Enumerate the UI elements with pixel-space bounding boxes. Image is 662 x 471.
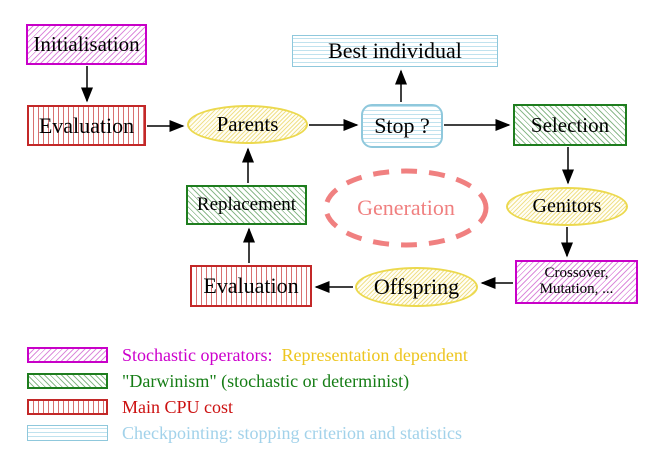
node-evaluation-top: Evaluation [27,105,146,146]
legend-row-main-cpu-cost: Main CPU cost [27,396,234,417]
node-genitors: Genitors [506,187,628,226]
node-crossover-mutation: Crossover, Mutation, ... [515,260,638,304]
node-evaluation-bottom: Evaluation [190,265,312,307]
legend-swatch-cyan-stripes [27,425,108,441]
node-best-individual: Best individual [292,35,498,67]
node-initialisation: Initialisation [26,24,147,65]
crossover-line2: Mutation, ... [539,281,614,297]
legend-swatch-red-stripes [27,399,108,415]
legend-row-stochastic-operators: Stochastic operators: Representation dep… [27,344,468,365]
legend-swatch-magenta-hatch [27,347,108,363]
legend-label: Representation dependent [281,344,468,365]
node-parents: Parents [187,105,308,144]
node-selection: Selection [513,104,627,146]
legend-row-darwinism: "Darwinism" (stochastic or determinist) [27,370,410,391]
crossover-line1: Crossover, [544,265,609,282]
node-stop: Stop ? [361,104,443,148]
legend-label: Checkpointing: stopping criterion and st… [122,422,462,443]
generation-label: Generation [357,195,455,221]
legend-label: "Darwinism" (stochastic or determinist) [122,370,410,391]
legend-label: Stochastic operators: [122,344,273,365]
node-replacement: Replacement [186,185,307,225]
legend-label: Main CPU cost [122,396,234,417]
legend-swatch-green-hatch [27,373,108,389]
node-offspring: Offspring [355,267,478,307]
legend-row-checkpointing: Checkpointing: stopping criterion and st… [27,422,462,443]
